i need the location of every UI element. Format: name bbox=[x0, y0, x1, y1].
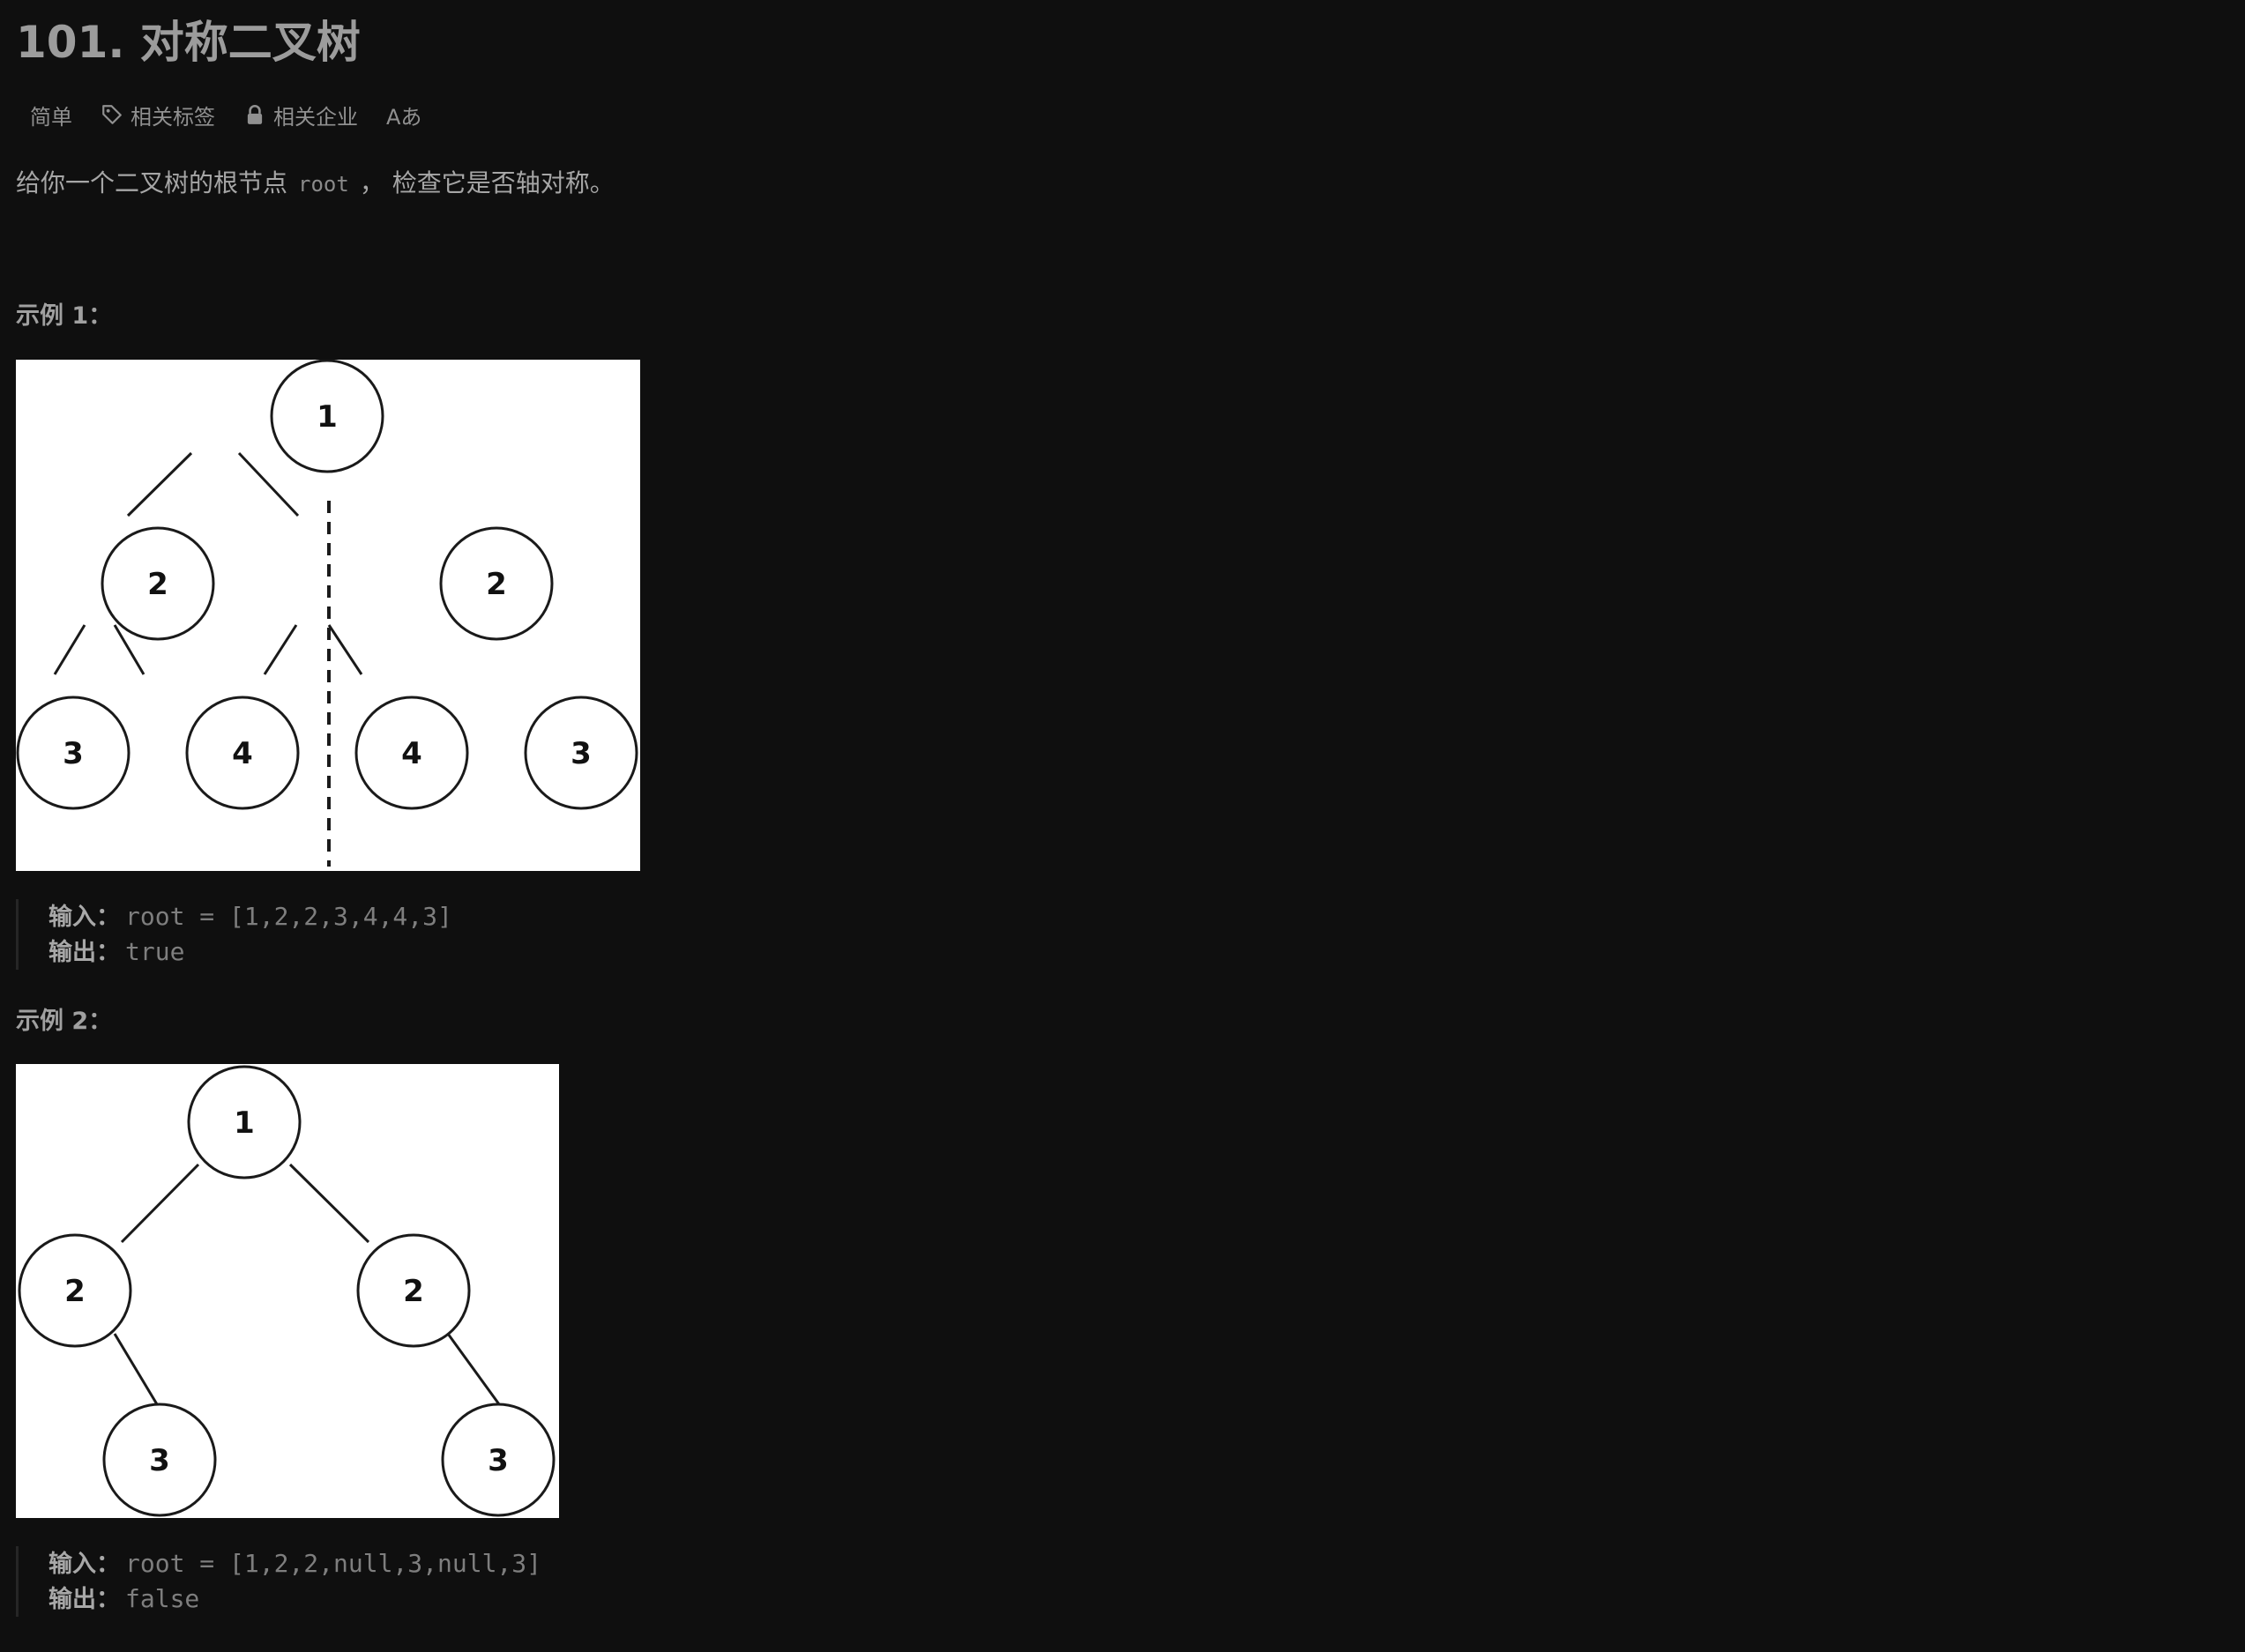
svg-text:1: 1 bbox=[234, 1105, 255, 1141]
svg-text:3: 3 bbox=[63, 736, 84, 771]
difficulty-badge[interactable]: 简单 bbox=[16, 97, 86, 132]
tree-node: 3 bbox=[16, 696, 131, 810]
problem-tag-bar: 简单 相关标签 相关企业 Aあ bbox=[16, 97, 436, 132]
example-2-io-block: 输入：root = [1,2,2,null,3,null,3] 输出：false bbox=[16, 1546, 541, 1617]
output-value: true bbox=[125, 937, 185, 966]
example-2-tree-image: 1 2 2 3 3 bbox=[16, 1064, 559, 1518]
input-value: root = [1,2,2,3,4,4,3] bbox=[125, 902, 452, 931]
description-code: root bbox=[298, 172, 349, 197]
tree-edge bbox=[288, 1163, 370, 1244]
description-text-end: ， 检查它是否轴对称。 bbox=[359, 168, 615, 197]
tree-node: 3 bbox=[524, 696, 638, 810]
tree-node: 3 bbox=[441, 1403, 556, 1517]
difficulty-label: 简单 bbox=[30, 104, 72, 130]
svg-text:2: 2 bbox=[403, 1274, 424, 1309]
tree-node: 1 bbox=[187, 1065, 302, 1179]
tag-icon bbox=[101, 103, 123, 126]
related-tags-label: 相关标签 bbox=[131, 104, 215, 130]
related-tags-button[interactable]: 相关标签 bbox=[86, 97, 229, 132]
tree-edge bbox=[263, 624, 298, 675]
input-value: root = [1,2,2,null,3,null,3] bbox=[125, 1549, 542, 1578]
example-2-title: 示例 2： bbox=[16, 1008, 113, 1035]
svg-text:4: 4 bbox=[232, 736, 253, 771]
tree-edge bbox=[113, 1333, 159, 1405]
example-1-title: 示例 1： bbox=[16, 302, 113, 330]
output-label: 输出： bbox=[48, 939, 120, 966]
tree-node: 4 bbox=[185, 696, 300, 810]
input-label: 输入： bbox=[48, 1551, 120, 1578]
description-text: 给你一个二叉树的根节点 bbox=[16, 168, 288, 197]
svg-text:2: 2 bbox=[64, 1274, 86, 1309]
problem-description: 给你一个二叉树的根节点 root ， 检查它是否轴对称。 bbox=[16, 164, 615, 199]
tree-edge bbox=[120, 1163, 200, 1244]
tree-edge bbox=[126, 451, 193, 517]
tree-node: 2 bbox=[101, 526, 215, 641]
tree-node: 2 bbox=[439, 526, 554, 641]
svg-text:3: 3 bbox=[149, 1443, 170, 1478]
tree-edge bbox=[53, 624, 86, 675]
problem-title: 101. 对称二叉树 bbox=[16, 17, 361, 68]
svg-text:3: 3 bbox=[488, 1443, 509, 1478]
related-companies-label: 相关企业 bbox=[273, 104, 358, 130]
svg-text:4: 4 bbox=[401, 736, 422, 771]
svg-text:1: 1 bbox=[317, 399, 338, 435]
svg-text:3: 3 bbox=[571, 736, 592, 771]
tree-node: 3 bbox=[102, 1403, 217, 1517]
example-2-output-line: 输出：false bbox=[48, 1581, 541, 1617]
tree-edge bbox=[113, 624, 145, 675]
lock-icon bbox=[243, 103, 266, 126]
output-label: 输出： bbox=[48, 1586, 120, 1613]
tree-edge bbox=[327, 624, 363, 675]
tree-node: 4 bbox=[354, 696, 469, 810]
tree-node: 2 bbox=[356, 1233, 471, 1348]
tree-node: 2 bbox=[18, 1233, 132, 1348]
example-2-input-line: 输入：root = [1,2,2,null,3,null,3] bbox=[48, 1546, 541, 1581]
example-1-output-line: 输出：true bbox=[48, 934, 452, 970]
example-1-tree-image: 1 2 2 3 4 4 3 bbox=[16, 360, 640, 871]
example-1-io-block: 输入：root = [1,2,2,3,4,4,3] 输出：true bbox=[16, 899, 452, 970]
translate-button[interactable]: Aあ bbox=[372, 97, 436, 132]
input-label: 输入： bbox=[48, 904, 120, 931]
output-value: false bbox=[125, 1584, 200, 1613]
translate-icon: Aあ bbox=[386, 104, 422, 130]
tree-edge bbox=[446, 1333, 501, 1405]
example-1-input-line: 输入：root = [1,2,2,3,4,4,3] bbox=[48, 899, 452, 934]
tree-node: 1 bbox=[270, 360, 384, 473]
tree-edge bbox=[237, 451, 300, 517]
svg-text:2: 2 bbox=[486, 567, 507, 602]
related-companies-button[interactable]: 相关企业 bbox=[229, 97, 372, 132]
svg-text:2: 2 bbox=[147, 567, 168, 602]
